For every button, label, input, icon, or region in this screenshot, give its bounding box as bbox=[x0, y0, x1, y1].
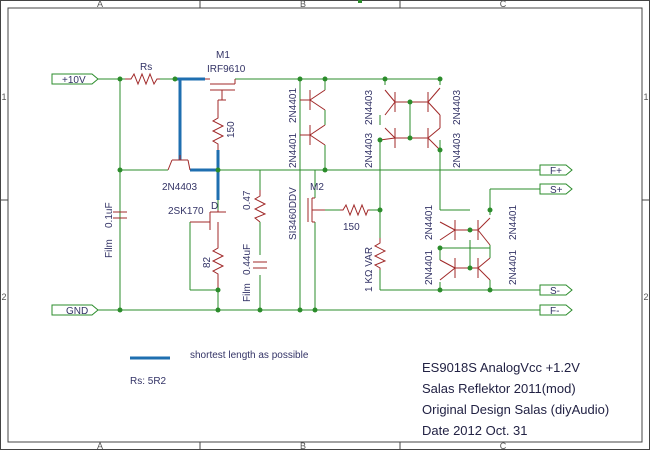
port-vcc-label: +10V bbox=[62, 75, 86, 86]
port-gnd-label: GND bbox=[66, 306, 88, 317]
transistor-pair-left: 2N4401 2N4401 bbox=[288, 88, 326, 168]
title-line-4: Date 2012 Oct. 31 bbox=[422, 423, 528, 438]
col-label-a-bottom: A bbox=[97, 441, 103, 450]
jfet-pin-label: D bbox=[211, 201, 218, 212]
transistor-pair-lower-right: 2N4401 2N4401 bbox=[470, 205, 519, 285]
port-sminus-label: S- bbox=[550, 286, 560, 297]
r82-label: 82 bbox=[202, 256, 213, 268]
q-low2-top-label: 2N4401 bbox=[508, 205, 519, 240]
col-label-b-top: B bbox=[300, 0, 306, 9]
cap-film2-label: Film bbox=[242, 283, 253, 302]
q-low2-bot-label: 2N4401 bbox=[508, 250, 519, 285]
row-label-2-left: 2 bbox=[1, 292, 6, 302]
title-line-1: ES9018S AnalogVcc +1.2V bbox=[422, 360, 580, 375]
wires bbox=[98, 78, 540, 311]
cap-01uf-label: 0.1uF bbox=[104, 202, 115, 228]
resistor-150-m2: 150 bbox=[340, 203, 370, 233]
resistor-0p47: 0.47 bbox=[242, 190, 267, 223]
port-splus: S+ bbox=[539, 183, 573, 196]
mosfet-m2: M2 SI3460DDV bbox=[288, 182, 325, 240]
q-2n4403-left-label: 2N4403 bbox=[162, 182, 197, 193]
mosfet-m1: M1 IRF9610 bbox=[205, 50, 246, 110]
resistor-rs: Rs bbox=[125, 62, 160, 86]
q-left-top-label: 2N4401 bbox=[288, 88, 299, 123]
transistor-pair-right: 2N4403 2N4403 bbox=[410, 87, 463, 168]
port-fminus-label: F- bbox=[550, 306, 559, 317]
legend-wire-note: shortest length as possible bbox=[190, 350, 309, 361]
q-left-bot-label: 2N4401 bbox=[288, 133, 299, 168]
row-label-1-left: 1 bbox=[1, 92, 6, 102]
m2-part-label: SI3460DDV bbox=[288, 187, 299, 240]
short-wires bbox=[130, 77, 220, 360]
port-splus-label: S+ bbox=[550, 185, 563, 196]
title-line-2: Salas Reflektor 2011(mod) bbox=[422, 381, 576, 396]
q-c1-top-label: 2N4403 bbox=[364, 90, 375, 125]
r1k-label: 1 KΩ VAR bbox=[364, 247, 375, 292]
port-gnd: GND bbox=[51, 304, 99, 317]
port-vcc: +10V bbox=[51, 73, 99, 86]
legend-rs-value: Rs: 5R2 bbox=[130, 376, 167, 387]
transistor-2n4403-left: 2N4403 bbox=[162, 155, 197, 193]
col-label-b-bottom: B bbox=[300, 441, 306, 450]
transistor-pair-lower-left: 2N4401 2N4401 bbox=[424, 205, 470, 285]
jfet-2sk170: 2SK170 D bbox=[168, 201, 226, 235]
transistor-pair-center: 2N4403 2N4403 bbox=[364, 90, 410, 168]
junctions bbox=[117, 76, 493, 313]
inner-frame bbox=[7, 7, 643, 443]
q-c2-bot-label: 2N4403 bbox=[452, 133, 463, 168]
jfet-label: 2SK170 bbox=[168, 206, 204, 217]
port-fminus: F- bbox=[539, 304, 573, 317]
resistor-1k-var: 1 KΩ VAR bbox=[364, 238, 387, 292]
rs-label: Rs bbox=[140, 62, 152, 73]
r150-mid-label: 150 bbox=[343, 222, 360, 233]
col-label-c-top: C bbox=[500, 0, 507, 9]
q-low1-bot-label: 2N4401 bbox=[424, 250, 435, 285]
title-line-3: Original Design Salas (diyAudio) bbox=[422, 402, 609, 417]
col-label-c-bottom: C bbox=[500, 441, 507, 450]
q-c1-bot-label: 2N4403 bbox=[364, 133, 375, 168]
r150-top-label: 150 bbox=[226, 121, 237, 138]
m1-ref-label: M1 bbox=[216, 50, 230, 61]
cap-film-label: Film bbox=[104, 239, 115, 258]
capacitor-0p1uf: Film 0.1uF bbox=[104, 202, 127, 258]
cap-044-label: 0.44uF bbox=[242, 244, 253, 275]
m2-ref-label: M2 bbox=[310, 182, 324, 193]
row-label-2-right: 2 bbox=[643, 292, 648, 302]
row-label-1-right: 1 bbox=[643, 92, 648, 102]
col-label-a-top: A bbox=[97, 0, 103, 9]
resistor-82: 82 bbox=[202, 235, 225, 290]
capacitor-0p44uf: 0.44uF Film bbox=[242, 244, 267, 302]
resistor-150-m1: 150 bbox=[211, 110, 237, 150]
q-low1-top-label: 2N4401 bbox=[424, 205, 435, 240]
m1-part-label: IRF9610 bbox=[207, 64, 246, 75]
port-fplus-label: F+ bbox=[550, 166, 562, 177]
port-fplus: F+ bbox=[539, 164, 573, 177]
port-sminus: S- bbox=[539, 284, 573, 297]
r047-label: 0.47 bbox=[242, 190, 253, 210]
q-c2-top-label: 2N4403 bbox=[452, 90, 463, 125]
